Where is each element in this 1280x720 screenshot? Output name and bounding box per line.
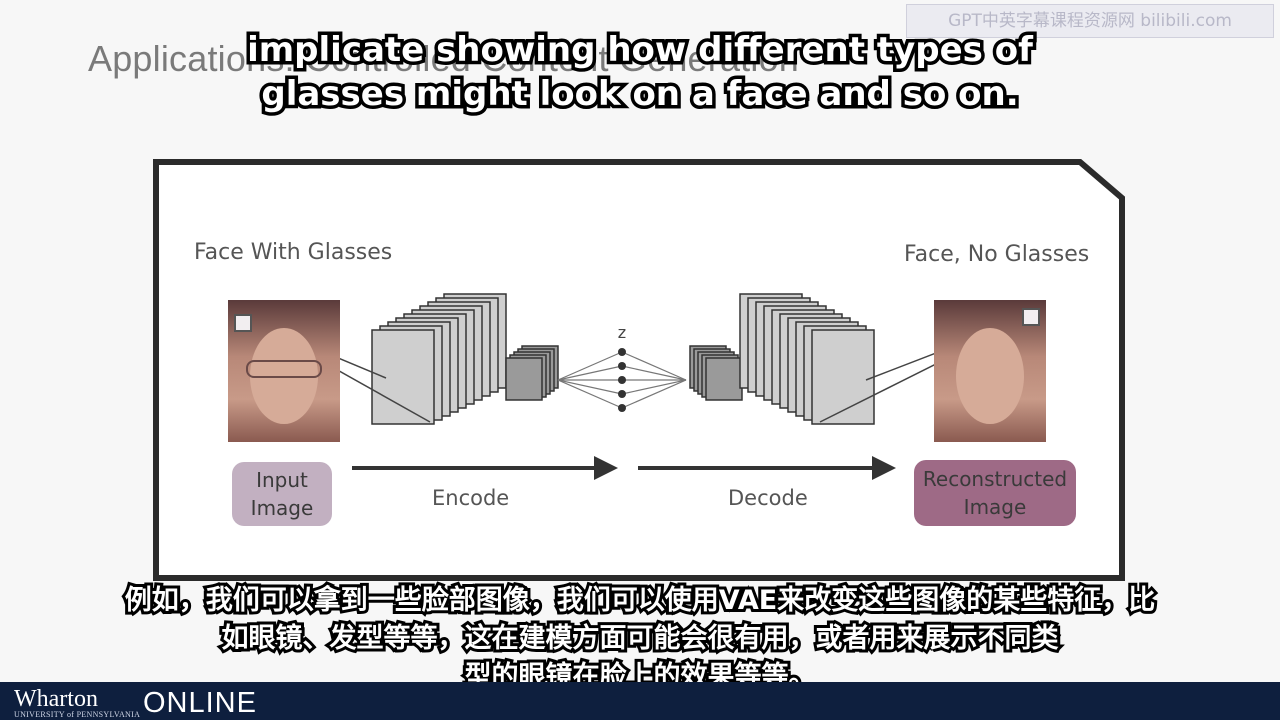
chinese-subtitle-line: 如眼镜、发型等等，这在建模方面可能会很有用，或者用来展示不同类 (219, 620, 1062, 657)
chinese-subtitle: 例如，我们可以拿到一些脸部图像，我们可以使用VAE来改变这些图像的某些特征，比 … (80, 582, 1200, 696)
output-face-image (934, 300, 1046, 442)
feature-map-layer (371, 329, 435, 425)
decode-label: Decode (728, 486, 808, 510)
encode-label: Encode (432, 486, 510, 510)
encoder-stack (371, 293, 507, 425)
latent-nodes (618, 348, 626, 412)
receptive-patch (1022, 308, 1040, 326)
footer-bar: Wharton UNIVERSITY of PENNSYLVANIA ONLIN… (0, 682, 1280, 720)
english-subtitle-line: glasses might look on a face and so on. (258, 71, 1022, 118)
receptive-patch (234, 314, 252, 332)
slide-title: Applications: Controlled Content Generat… (88, 38, 800, 79)
output-box-line-1: Reconstructed (922, 467, 1068, 491)
input-box-line-2: Image (250, 496, 314, 520)
decoder-bottleneck (689, 345, 743, 401)
reconstructed-image-box: Reconstructed Image (914, 460, 1076, 526)
input-image-box: Input Image (232, 462, 332, 526)
glasses-mark (246, 360, 322, 378)
input-box-line-1: Input (256, 468, 308, 492)
input-heading: Face With Glasses (194, 240, 393, 265)
wharton-logo-subtitle: UNIVERSITY of PENNSYLVANIA (14, 710, 141, 719)
english-subtitle-line: implicate showing how different types of (244, 27, 1037, 74)
decode-arrow (638, 456, 896, 480)
output-heading: Face, No Glasses (904, 242, 1090, 267)
english-subtitle: implicate showing how different types of… (240, 27, 1040, 118)
online-label: ONLINE (143, 687, 257, 719)
latent-connections (557, 351, 687, 409)
watermark: GPT中英字幕课程资源网 bilibili.com (906, 4, 1274, 38)
input-face-image (228, 300, 340, 442)
encoder-bottleneck (505, 345, 559, 401)
decoder-stack (739, 293, 875, 425)
output-box-line-2: Image (963, 495, 1027, 519)
wharton-logo: Wharton (14, 686, 98, 712)
feature-map-layer (705, 357, 743, 401)
feature-map-layer (505, 357, 543, 401)
encode-arrow (352, 456, 618, 480)
latent-label: z (618, 323, 626, 342)
chinese-subtitle-line: 例如，我们可以拿到一些脸部图像，我们可以使用VAE来改变这些图像的某些特征，比 (122, 582, 1158, 619)
